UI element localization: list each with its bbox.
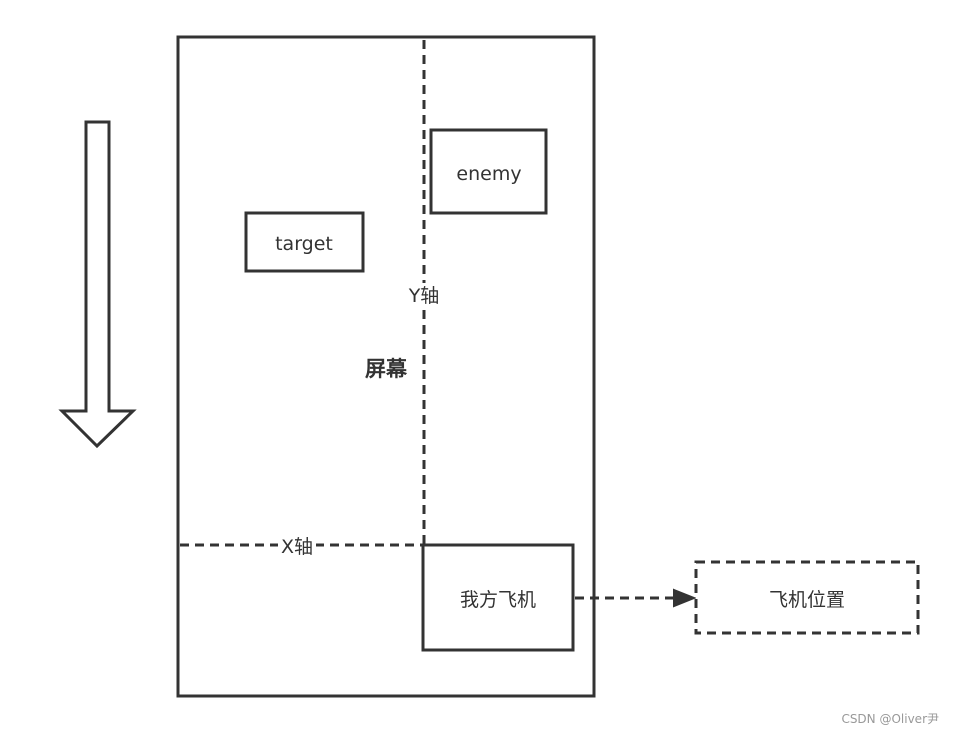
watermark: CSDN @Oliver尹 — [841, 712, 939, 726]
enemy-label: enemy — [456, 163, 521, 185]
plane-position-label: 飞机位置 — [769, 589, 845, 611]
enemy-box — [429, 128, 548, 215]
target-box — [244, 211, 365, 273]
player-plane-label: 我方飞机 — [460, 589, 536, 611]
connector-arrowhead-icon — [673, 588, 697, 608]
screen-label: 屏幕 — [365, 357, 408, 381]
x-axis-label: X轴 — [281, 536, 313, 558]
player-plane-box — [421, 543, 575, 652]
target-label: target — [275, 233, 333, 255]
y-axis-label-bg — [405, 283, 443, 307]
down-arrow-icon — [58, 120, 137, 449]
y-axis-label: Y轴 — [408, 285, 440, 307]
plane-position-box — [694, 560, 920, 635]
x-axis-label-bg — [278, 534, 316, 558]
